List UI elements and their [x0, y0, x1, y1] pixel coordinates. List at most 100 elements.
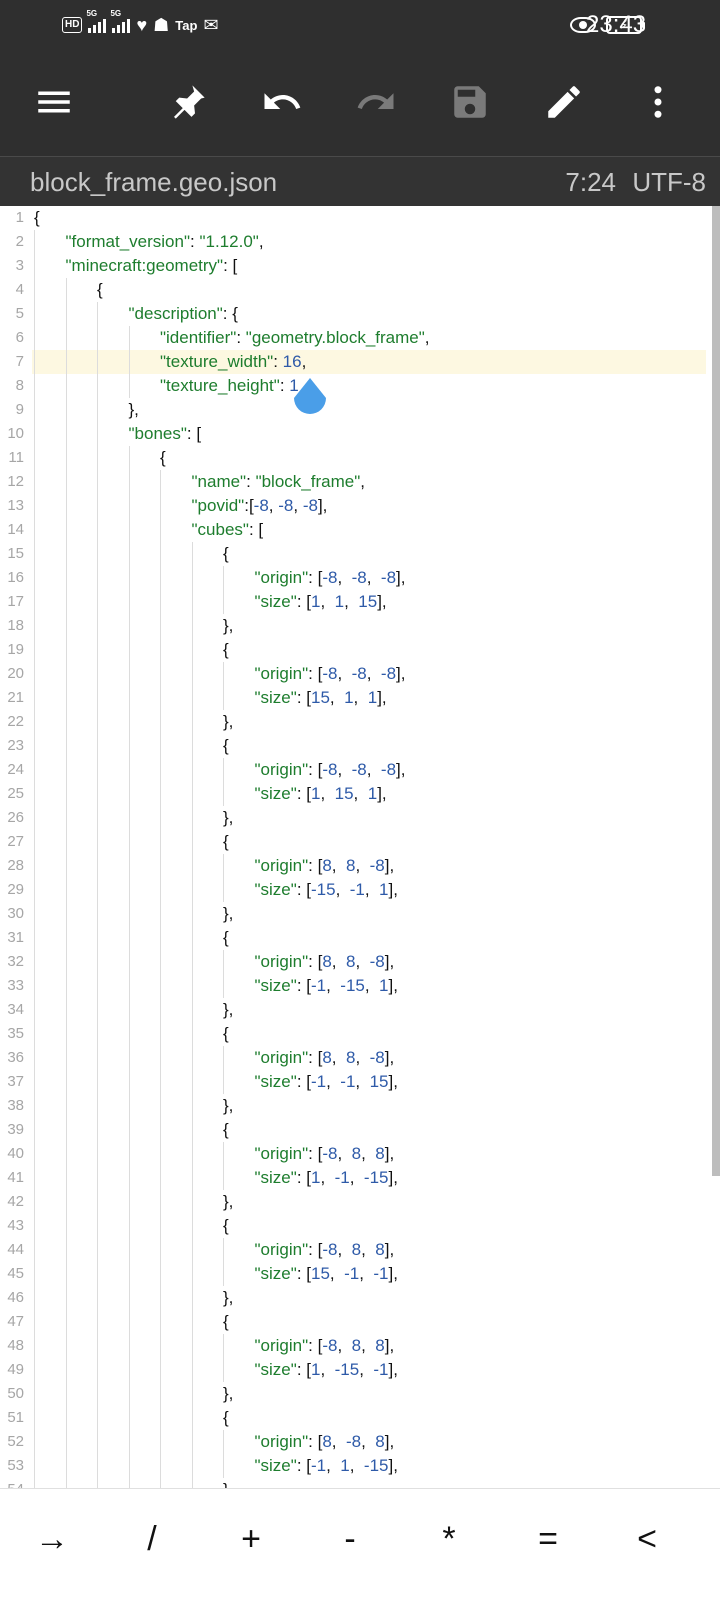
code-line[interactable]: 47{: [0, 1310, 706, 1334]
code-token: ,: [293, 496, 303, 515]
code-line[interactable]: 43{: [0, 1214, 706, 1238]
code-line[interactable]: 21"size": [15, 1, 1],: [0, 686, 706, 710]
code-line[interactable]: 35{: [0, 1022, 706, 1046]
code-line[interactable]: 6"identifier": "geometry.block_frame",: [0, 326, 706, 350]
redo-button[interactable]: [346, 74, 406, 130]
code-line[interactable]: 2"format_version": "1.12.0",: [0, 230, 706, 254]
code-token: "description": [128, 304, 223, 323]
code-line[interactable]: 31{: [0, 926, 706, 950]
save-button[interactable]: [440, 74, 500, 130]
code-line[interactable]: 23{: [0, 734, 706, 758]
code-line[interactable]: 37"size": [-1, -1, 15],: [0, 1070, 706, 1094]
code-token: ,: [337, 1240, 352, 1259]
code-line[interactable]: 16"origin": [-8, -8, -8],: [0, 566, 706, 590]
code-line[interactable]: 1{: [0, 206, 706, 230]
code-line[interactable]: 30},: [0, 902, 706, 926]
code-line[interactable]: 50},: [0, 1382, 706, 1406]
code-line[interactable]: 40"origin": [-8, 8, 8],: [0, 1142, 706, 1166]
code-token: ,: [331, 952, 346, 971]
code-line[interactable]: 27{: [0, 830, 706, 854]
code-line[interactable]: 19{: [0, 638, 706, 662]
code-token: ,: [359, 1360, 374, 1379]
code-token: : [: [296, 1456, 311, 1475]
code-token: },: [223, 1192, 234, 1211]
code-line[interactable]: 28"origin": [8, 8, -8],: [0, 854, 706, 878]
symbol-key-slash[interactable]: /: [147, 1519, 157, 1558]
cursor-handle-icon[interactable]: [290, 376, 330, 420]
code-line[interactable]: 11{: [0, 446, 706, 470]
code-line[interactable]: 41"size": [1, -1, -15],: [0, 1166, 706, 1190]
code-token: ,: [258, 232, 264, 251]
code-line[interactable]: 12"name": "block_frame",: [0, 470, 706, 494]
code-line[interactable]: 8"texture_height": 1: [0, 374, 706, 398]
file-name[interactable]: block_frame.geo.json: [30, 167, 278, 197]
code-line[interactable]: 34},: [0, 998, 706, 1022]
code-token: -15: [340, 976, 365, 995]
code-line[interactable]: 33"size": [-1, -15, 1],: [0, 974, 706, 998]
code-line[interactable]: 53"size": [-1, 1, -15],: [0, 1454, 706, 1478]
code-line[interactable]: 9},: [0, 398, 706, 422]
undo-button[interactable]: [252, 74, 312, 130]
edit-button[interactable]: [534, 74, 594, 130]
code-line[interactable]: 48"origin": [-8, 8, 8],: [0, 1334, 706, 1358]
code-line[interactable]: 38},: [0, 1094, 706, 1118]
code-line[interactable]: 18},: [0, 614, 706, 638]
code-text: {: [160, 446, 166, 470]
more-options-button[interactable]: [628, 74, 688, 130]
code-line[interactable]: 22},: [0, 710, 706, 734]
code-token: ,: [366, 568, 381, 587]
code-line[interactable]: 17"size": [1, 1, 15],: [0, 590, 706, 614]
code-line[interactable]: 45"size": [15, -1, -1],: [0, 1262, 706, 1286]
code-line[interactable]: 25"size": [1, 15, 1],: [0, 782, 706, 806]
code-line[interactable]: 42},: [0, 1190, 706, 1214]
menu-button[interactable]: [24, 74, 84, 130]
code-line[interactable]: 49"size": [1, -15, -1],: [0, 1358, 706, 1382]
code-text: "origin": [-8, -8, -8],: [255, 566, 406, 590]
code-line[interactable]: 26},: [0, 806, 706, 830]
code-line[interactable]: 46},: [0, 1286, 706, 1310]
code-line[interactable]: 5"description": {: [0, 302, 706, 326]
pin-button[interactable]: [158, 74, 218, 130]
code-line[interactable]: 32"origin": [8, 8, -8],: [0, 950, 706, 974]
code-token: -1: [344, 1264, 360, 1283]
code-line[interactable]: 3"minecraft:geometry": [: [0, 254, 706, 278]
code-text: "origin": [8, 8, -8],: [255, 854, 395, 878]
symbol-key-equals[interactable]: =: [538, 1519, 558, 1558]
code-line[interactable]: 13"povid":[-8, -8, -8],: [0, 494, 706, 518]
code-line[interactable]: 20"origin": [-8, -8, -8],: [0, 662, 706, 686]
code-text: {: [223, 1406, 229, 1430]
code-line[interactable]: 51{: [0, 1406, 706, 1430]
file-encoding[interactable]: UTF-8: [632, 167, 706, 197]
code-line[interactable]: 7"texture_width": 16,: [16, 350, 706, 374]
code-line[interactable]: 4{: [0, 278, 706, 302]
scrollbar-thumb[interactable]: [712, 206, 720, 1176]
symbol-key-less-than[interactable]: <: [637, 1519, 657, 1558]
code-line[interactable]: 15{: [0, 542, 706, 566]
code-token: "size": [254, 592, 297, 611]
line-number: 20: [7, 665, 24, 682]
code-line[interactable]: 54}: [0, 1478, 706, 1488]
symbol-key-minus[interactable]: -: [344, 1519, 356, 1558]
code-line[interactable]: 44"origin": [-8, 8, 8],: [0, 1238, 706, 1262]
code-token: 8: [345, 856, 356, 875]
code-token: -8: [278, 496, 294, 515]
chat-icon: ✉: [203, 15, 219, 35]
code-token: ,: [337, 1144, 352, 1163]
cursor-position: 7:24: [565, 167, 616, 197]
code-line[interactable]: 10"bones": [: [0, 422, 706, 446]
code-line[interactable]: 39{: [0, 1118, 706, 1142]
code-editor[interactable]: 1{2"format_version": "1.12.0",3"minecraf…: [0, 206, 720, 1488]
code-token: ,: [331, 1432, 346, 1451]
symbol-key-arrow[interactable]: →: [35, 1519, 69, 1558]
code-token: -15: [363, 1168, 389, 1187]
code-line[interactable]: 14"cubes": [: [0, 518, 706, 542]
symbol-key-asterisk[interactable]: *: [442, 1519, 456, 1558]
code-text: }: [223, 1478, 229, 1488]
code-line[interactable]: 24"origin": [-8, -8, -8],: [0, 758, 706, 782]
code-token: 1: [289, 376, 299, 395]
code-line[interactable]: 52"origin": [8, -8, 8],: [0, 1430, 706, 1454]
code-line[interactable]: 36"origin": [8, 8, -8],: [0, 1046, 706, 1070]
code-token: {: [223, 1408, 229, 1427]
symbol-key-plus[interactable]: +: [241, 1519, 261, 1558]
code-line[interactable]: 29"size": [-15, -1, 1],: [0, 878, 706, 902]
